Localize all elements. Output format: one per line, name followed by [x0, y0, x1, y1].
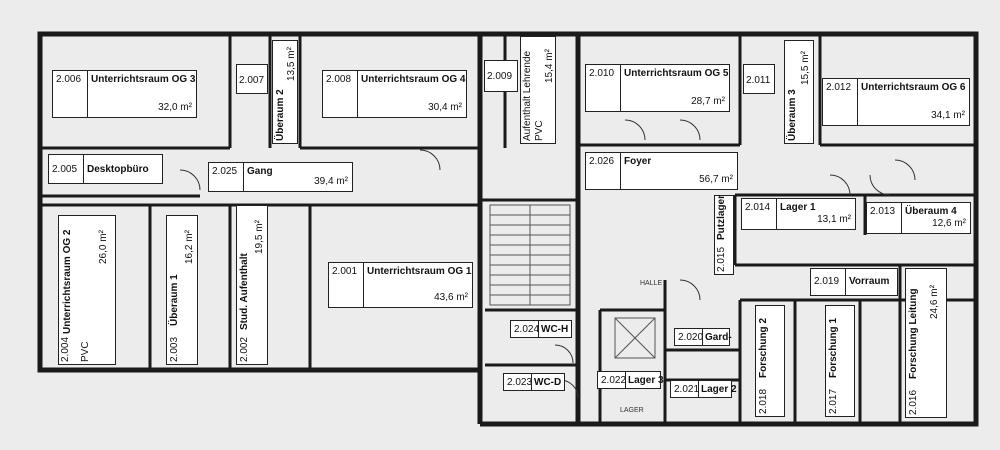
room-2023-label: 2.023 WC-D: [503, 373, 565, 391]
room-2022-label: 2.022 Lager 3: [597, 371, 664, 389]
room-2012-label: 2.012 Unterrichtsraum OG 6 34,1 m²: [822, 78, 970, 126]
room-2005-label: 2.005 Desktopbüro: [48, 154, 163, 184]
room-2001-label: 2.001 Unterrichtsraum OG 1 43,6 m²: [328, 262, 473, 308]
room-2003-label: 2.003 Überaum 1 16,2 m²: [166, 215, 198, 365]
east-wing-outline: [575, 31, 979, 427]
room-2017-label: 2.017 Forschung 1: [825, 305, 855, 417]
room-2002-label: 2.002 Stud. Aufenthalt 19,5 m²: [236, 205, 268, 365]
room-2004-label: 2.004 Unterrichtsraum OG 2 PVC 26,0 m²: [58, 215, 116, 365]
outer-walls: [37, 31, 979, 427]
halle-annotation: HALLE: [640, 280, 663, 287]
aufenthalt-lehrende-label: Aufenthalt Lehrende PVC 15,4 m²: [520, 36, 556, 144]
room-2013-label: 2.013 Überaum 4 12,6 m²: [866, 202, 971, 234]
room-2026-label: 2.026 Foyer 56,7 m²: [585, 152, 738, 190]
elevator-shaft: [614, 317, 656, 359]
room-2015-label: 2.015 Putzlager: [714, 195, 734, 275]
room-2014-label: 2.014 Lager 1 13,1 m²: [741, 198, 856, 230]
room-2007-label: 2.007: [236, 64, 268, 94]
room-2018-label: 2.018 Forschung 2: [755, 305, 785, 417]
room-2009-label: 2.009: [484, 60, 518, 92]
staircase: [489, 204, 571, 306]
ueberaum-2-label: Überaum 2 13,5 m²: [272, 40, 298, 144]
room-2020-label: 2.020 Gard-: [674, 328, 732, 346]
room-2024-label: 2.024 WC-H: [510, 320, 572, 338]
room-2006-label: 2.006 Unterrichtsraum OG 3 32,0 m²: [52, 70, 197, 118]
room-2016-label: 2.016 Forschung Leitung 24,6 m²: [905, 268, 947, 418]
room-2011-label: 2.011: [743, 64, 775, 94]
lager-annotation: LAGER: [620, 407, 644, 414]
room-2010-label: 2.010 Unterrichtsraum OG 5 28,7 m²: [585, 64, 730, 112]
room-2021-label: 2.021 Lager 2: [670, 380, 737, 398]
room-2019-label: 2.019 Vorraum: [810, 268, 898, 296]
room-2008-label: 2.008 Unterrichtsraum OG 4 30,4 m²: [322, 70, 467, 118]
ueberaum-3-label: Überaum 3 15,5 m²: [784, 40, 814, 144]
room-2025-label: 2.025 Gang 39,4 m²: [208, 162, 353, 192]
